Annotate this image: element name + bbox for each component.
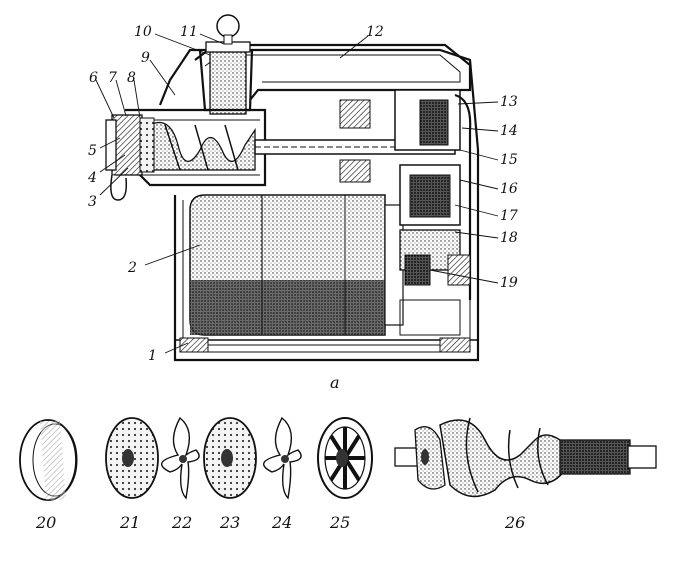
callout-9: 9 bbox=[141, 50, 150, 66]
auger-chamber bbox=[125, 108, 267, 187]
gearbox bbox=[394, 89, 472, 336]
part-label-26: 26 bbox=[504, 513, 525, 532]
part-label-21: 21 bbox=[119, 513, 140, 532]
leader-lines bbox=[95, 33, 499, 354]
part-label-22: 22 bbox=[171, 513, 192, 532]
callout-16: 16 bbox=[500, 181, 518, 197]
callout-13: 13 bbox=[500, 94, 518, 110]
part-label-20: 20 bbox=[35, 513, 56, 532]
callout-1: 1 bbox=[148, 348, 157, 364]
feed-neck bbox=[198, 14, 254, 115]
parts-row: 20 21 22 23 24 25 26 bbox=[19, 416, 657, 532]
callout-6: 6 bbox=[89, 70, 98, 86]
callout-11: 11 bbox=[180, 24, 198, 40]
callout-2: 2 bbox=[127, 260, 137, 276]
callout-4: 4 bbox=[87, 170, 97, 186]
part-auger bbox=[394, 417, 657, 498]
part-label-23: 23 bbox=[219, 513, 240, 532]
callout-5: 5 bbox=[88, 143, 97, 159]
part-label-25: 25 bbox=[329, 513, 350, 532]
callout-18: 18 bbox=[500, 230, 518, 246]
grinder-assembly: 1 2 3 4 5 6 7 8 9 10 11 12 13 14 15 16 1… bbox=[87, 14, 518, 392]
part-coarse-grid bbox=[317, 417, 373, 499]
part-knife-2 bbox=[263, 416, 302, 500]
callout-8: 8 bbox=[127, 70, 136, 86]
figure-sublabel: a bbox=[330, 373, 340, 392]
callout-12: 12 bbox=[366, 24, 384, 40]
part-medium-grid bbox=[203, 417, 257, 499]
front-ring bbox=[105, 114, 155, 201]
callout-15: 15 bbox=[500, 152, 518, 168]
part-fine-grid bbox=[105, 417, 159, 499]
callout-3: 3 bbox=[88, 194, 97, 210]
callout-17: 17 bbox=[500, 208, 518, 224]
callout-10: 10 bbox=[134, 24, 152, 40]
part-knife bbox=[161, 416, 200, 500]
callout-labels: 1 2 3 4 5 6 7 8 9 10 11 12 13 14 15 16 1… bbox=[87, 24, 518, 364]
electric-motor bbox=[189, 194, 420, 336]
callout-19: 19 bbox=[500, 275, 518, 291]
part-ring bbox=[19, 419, 78, 501]
callout-14: 14 bbox=[500, 123, 518, 139]
callout-7: 7 bbox=[108, 70, 117, 86]
part-label-24: 24 bbox=[271, 513, 292, 532]
